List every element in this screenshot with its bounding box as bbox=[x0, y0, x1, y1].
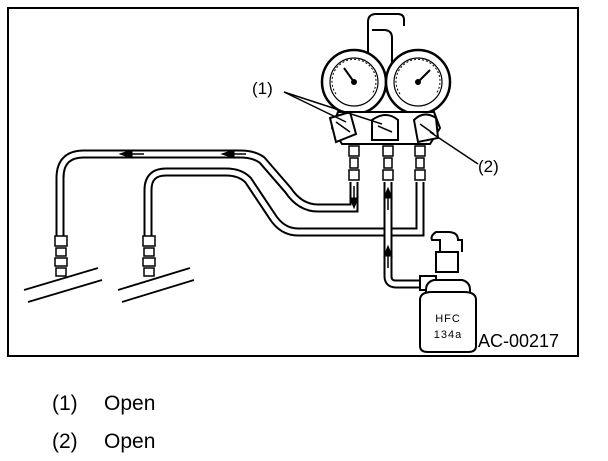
high-side-valve bbox=[412, 113, 440, 144]
center-valve bbox=[371, 114, 399, 141]
can-label-line2: 134a bbox=[434, 329, 462, 341]
flow-arrows bbox=[118, 149, 393, 268]
legend-number: (1) bbox=[52, 392, 78, 415]
legend-item-2: (2) Open bbox=[52, 423, 155, 461]
service-couplers bbox=[54, 235, 156, 277]
figure-code: AC-00217 bbox=[478, 331, 559, 351]
low-pressure-gauge bbox=[320, 48, 388, 116]
low-side-hose bbox=[55, 149, 359, 236]
legend-text: Open bbox=[104, 430, 156, 453]
figure-frame bbox=[7, 7, 579, 357]
legend-text: Open bbox=[104, 392, 156, 415]
leader-2 bbox=[429, 131, 479, 165]
leader-1a bbox=[283, 91, 347, 123]
high-pressure-gauge bbox=[384, 48, 452, 116]
manifold-fittings bbox=[348, 145, 426, 181]
vehicle-pipes bbox=[23, 267, 195, 303]
callout-1: (1) bbox=[252, 79, 273, 98]
legend: (1) Open (2) Open bbox=[52, 385, 155, 461]
manifold-hanger bbox=[367, 13, 405, 80]
refrigerant-can: HFC 134a bbox=[419, 231, 477, 353]
legend-number: (2) bbox=[52, 430, 78, 453]
can-label-line1: HFC bbox=[435, 313, 461, 325]
callout-2: (2) bbox=[478, 157, 499, 176]
manifold-gauge-diagram: HFC 134a (1) (2) AC-00217 bbox=[7, 7, 579, 357]
legend-item-1: (1) Open bbox=[52, 385, 155, 423]
leader-1b bbox=[283, 91, 383, 125]
low-side-valve bbox=[328, 110, 358, 144]
